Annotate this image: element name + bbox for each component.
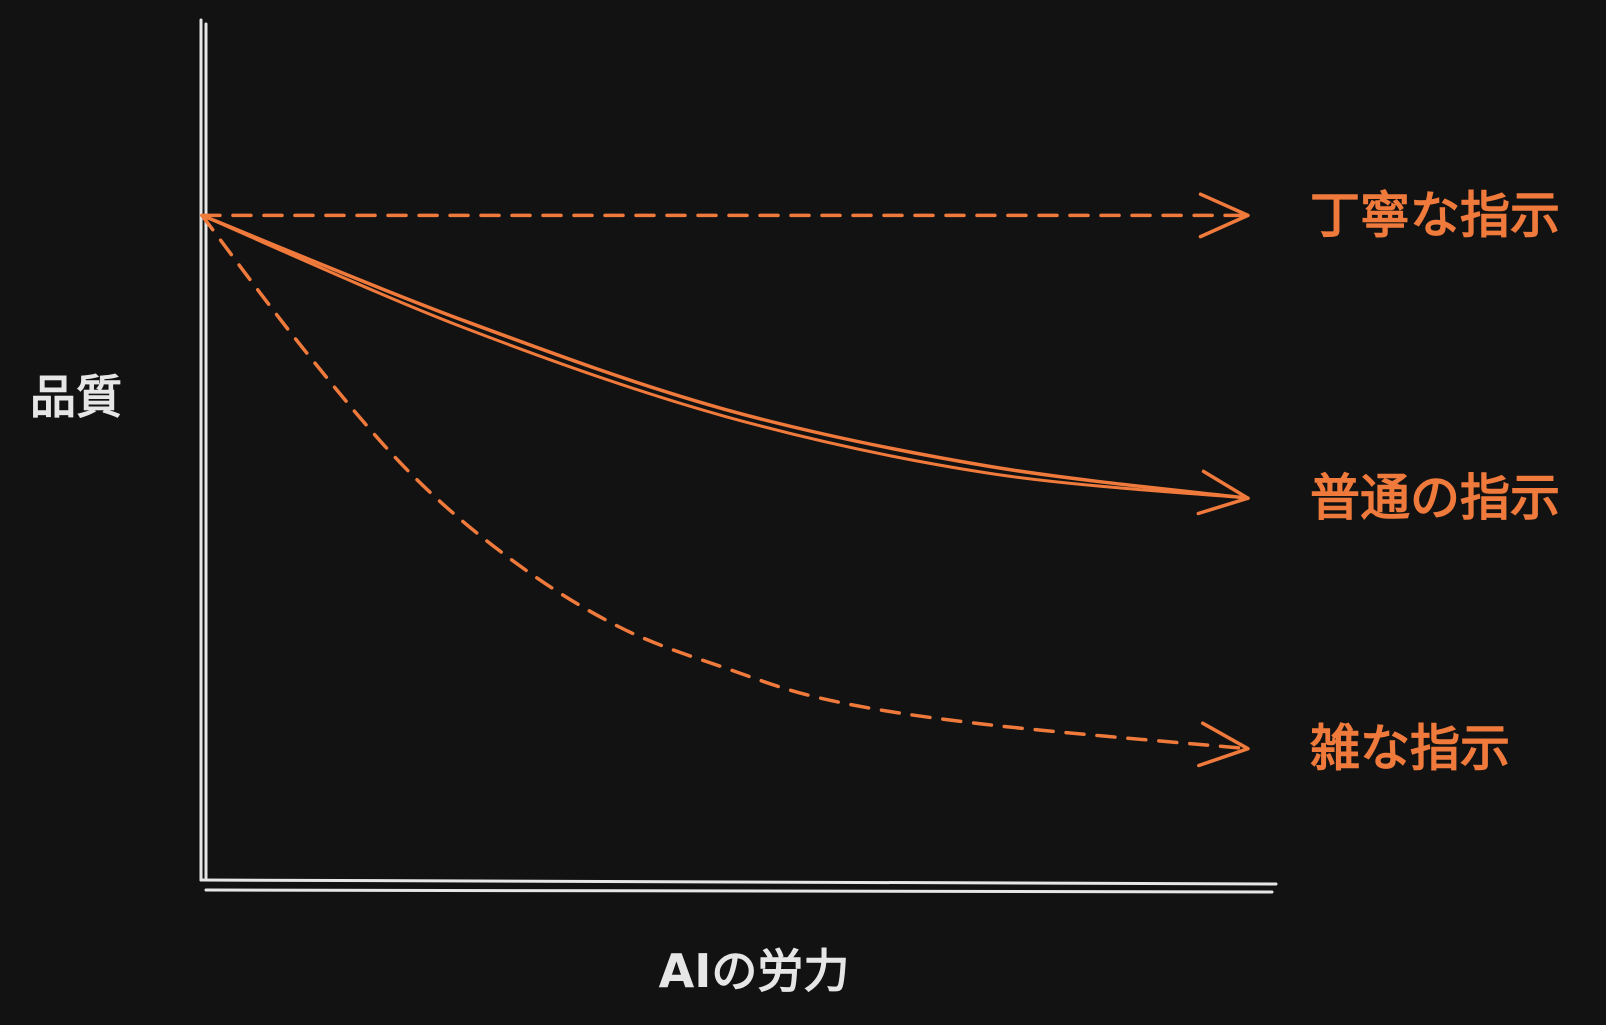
series-2: 普通の指示 [200,213,1560,527]
series-line [200,213,1250,751]
series-line-shadow [200,213,1250,500]
series-1: 丁寧な指示 [200,186,1560,244]
series-arrowhead [1196,469,1250,516]
series-arrowhead [1197,721,1250,768]
x-axis-label: AIの労力 [659,944,850,998]
series-3: 雑な指示 [200,213,1510,778]
series-label: 丁寧な指示 [1310,186,1560,244]
series-arrowhead [1198,192,1250,239]
y-axis-label: 品質 [30,370,122,424]
series-label: 普通の指示 [1310,469,1560,527]
y-axis-line [199,18,208,882]
x-axis-line [199,878,1278,894]
series-label: 雑な指示 [1309,720,1510,778]
series-line [200,213,1250,500]
axes [199,18,1278,894]
